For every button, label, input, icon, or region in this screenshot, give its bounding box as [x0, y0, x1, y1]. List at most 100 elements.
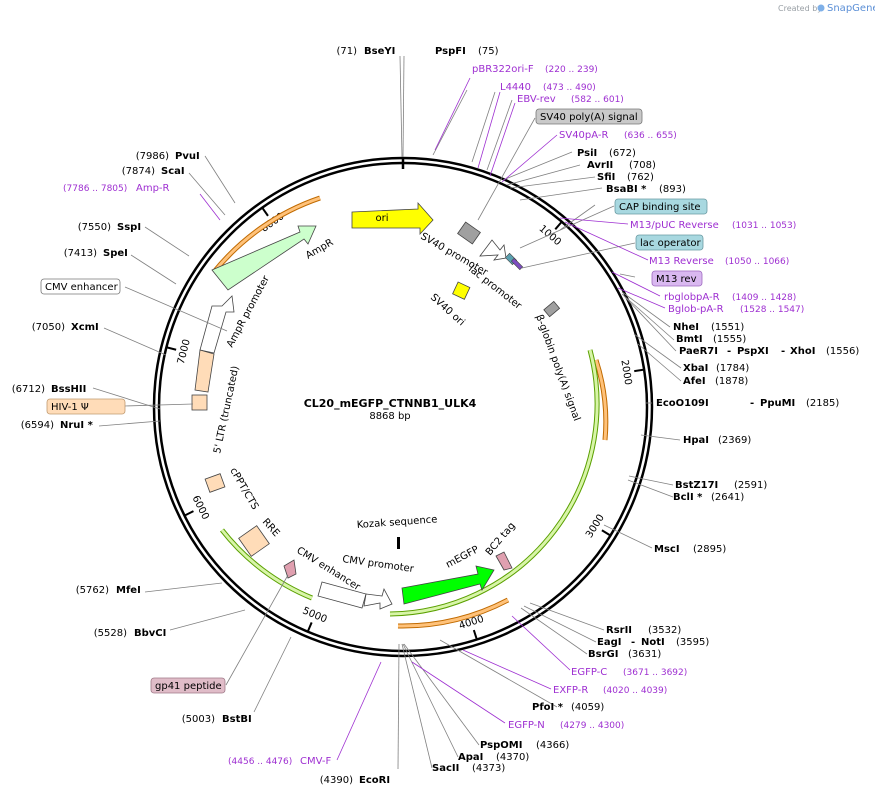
feature-megfp-label: mEGFP	[444, 544, 481, 570]
site-sep: -	[781, 346, 785, 357]
primer-name: CMV-F	[300, 756, 331, 767]
site-pos: (4373)	[472, 763, 505, 774]
primer-range: (473 .. 490)	[543, 83, 596, 93]
site-name: PspOMI	[480, 740, 522, 751]
site-pos: (4059)	[571, 702, 604, 713]
credit-prefix: Created by	[778, 4, 822, 13]
site-pos: (1551)	[711, 322, 744, 333]
site-name: PspXI	[737, 346, 769, 357]
feature-kozak-label: Kozak sequence	[356, 514, 437, 531]
position-tick	[306, 622, 313, 633]
primer-name: Amp-R	[136, 183, 170, 194]
site-pos: (3532)	[648, 625, 681, 636]
cmv-enhancer-label-box	[40, 278, 121, 295]
beta-globin-box	[543, 300, 561, 318]
lac-promoter-arrow	[479, 239, 507, 261]
site-name: BstZ17I	[675, 480, 718, 491]
gp41-label-box	[150, 677, 226, 694]
primer-range: (636 .. 655)	[624, 131, 677, 141]
site-name: AfeI	[683, 376, 706, 387]
primer-range: (4279 .. 4300)	[560, 721, 624, 731]
site-labels: (71) BseYI PspFI (75) PsiI (672) AvrII (…	[12, 46, 860, 786]
site-pos: (893)	[659, 184, 686, 195]
site-pos: (2895)	[693, 544, 726, 555]
position-tick-label: 5000	[301, 605, 329, 625]
site-pos: (1555)	[713, 334, 746, 345]
primer-range: (582 .. 601)	[571, 95, 624, 105]
plasmid-name: CL20_mEGFP_CTNNB1_ULK4	[304, 397, 477, 410]
site-name: SspI	[117, 222, 141, 233]
site-name: EagI	[597, 637, 621, 648]
site-pos: (7050)	[32, 322, 65, 333]
site-name: BbvCI	[134, 628, 166, 639]
rbglob-arc-fill	[594, 359, 608, 441]
site-name: XbaI	[683, 363, 708, 374]
primer-range: (7786 .. 7805)	[63, 184, 127, 194]
cmv-enhancer-label: CMV enhancer	[45, 282, 119, 293]
position-tick-label: 1000	[536, 223, 562, 248]
kozak-mark	[397, 537, 400, 549]
primer-name: EGFP-N	[508, 720, 545, 731]
position-tick	[166, 346, 177, 351]
site-name: BseYI	[364, 46, 395, 57]
site-name: MfeI	[116, 585, 141, 596]
primer-name: EGFP-C	[571, 667, 607, 678]
site-name: PspFI	[435, 46, 466, 57]
sv40-polya-box	[535, 108, 643, 125]
feature-ltr-label: 5' LTR (truncated)	[212, 365, 241, 455]
site-name: PfoI *	[532, 702, 564, 713]
site-name: SfiI	[597, 172, 615, 183]
site-name: PvuI	[175, 151, 200, 162]
site-name: NotI	[641, 637, 665, 648]
site-pos: (7413)	[64, 248, 97, 259]
primer-range: (1031 .. 1053)	[732, 221, 796, 231]
megfp-arrow	[401, 565, 495, 605]
feature-cmv-promoter-label: CMV promoter	[342, 554, 416, 575]
position-tick	[184, 510, 194, 517]
position-tick	[554, 221, 563, 230]
site-name: BstBI	[222, 714, 252, 725]
feature-bc2-label: BC2 tag	[484, 521, 518, 558]
primer-range: (4456 .. 4476)	[228, 757, 292, 767]
site-name: RsrII	[606, 625, 632, 636]
site-pos: (1878)	[715, 376, 748, 387]
primer-range: (220 .. 239)	[545, 65, 598, 75]
primer-name: SV40pA-R	[559, 130, 608, 141]
site-sep: -	[727, 346, 731, 357]
site-name: MscI	[654, 544, 680, 555]
site-name: ApaI	[458, 752, 483, 763]
site-name: EcoO109I	[656, 398, 709, 409]
cmv-enhancer-shape	[317, 581, 367, 609]
site-pos: (5003)	[182, 714, 215, 725]
site-pos: (6594)	[21, 420, 54, 431]
site-name: PsiI	[577, 148, 597, 159]
boxed-labels: SV40 poly(A) signal CAP binding site lac…	[40, 108, 708, 694]
primer-name: EXFP-R	[553, 685, 588, 696]
site-pos: (672)	[609, 148, 636, 159]
site-name: XhoI	[790, 346, 815, 357]
site-name: ScaI	[161, 166, 185, 177]
primer-range: (1050 .. 1066)	[725, 257, 789, 267]
site-pos: (708)	[629, 160, 656, 171]
site-pos: (3595)	[676, 637, 709, 648]
primer-name: EBV-rev	[517, 94, 556, 105]
site-pos: (3631)	[628, 649, 661, 660]
site-pos: (7986)	[136, 151, 169, 162]
site-pos: (71)	[336, 46, 357, 57]
cppt-cts-box	[204, 473, 226, 493]
site-pos: (7874)	[122, 166, 155, 177]
position-tick	[472, 629, 478, 640]
hiv-psi-box	[191, 394, 208, 411]
site-pos: (1784)	[716, 363, 749, 374]
position-tick	[261, 207, 269, 217]
amp-r-primer-arc-fill	[212, 196, 321, 273]
site-pos: (5528)	[94, 628, 127, 639]
primer-range: (4020 .. 4039)	[603, 686, 667, 696]
site-name: SacII	[432, 763, 459, 774]
cap-site-box	[614, 198, 708, 215]
sv40-polya-label: SV40 poly(A) signal	[540, 112, 638, 123]
feature-shapes	[191, 195, 609, 629]
gp41-marker	[283, 559, 297, 579]
feature-lac-promoter-label: lac promoter	[466, 264, 524, 313]
site-pos: (2641)	[711, 492, 744, 503]
